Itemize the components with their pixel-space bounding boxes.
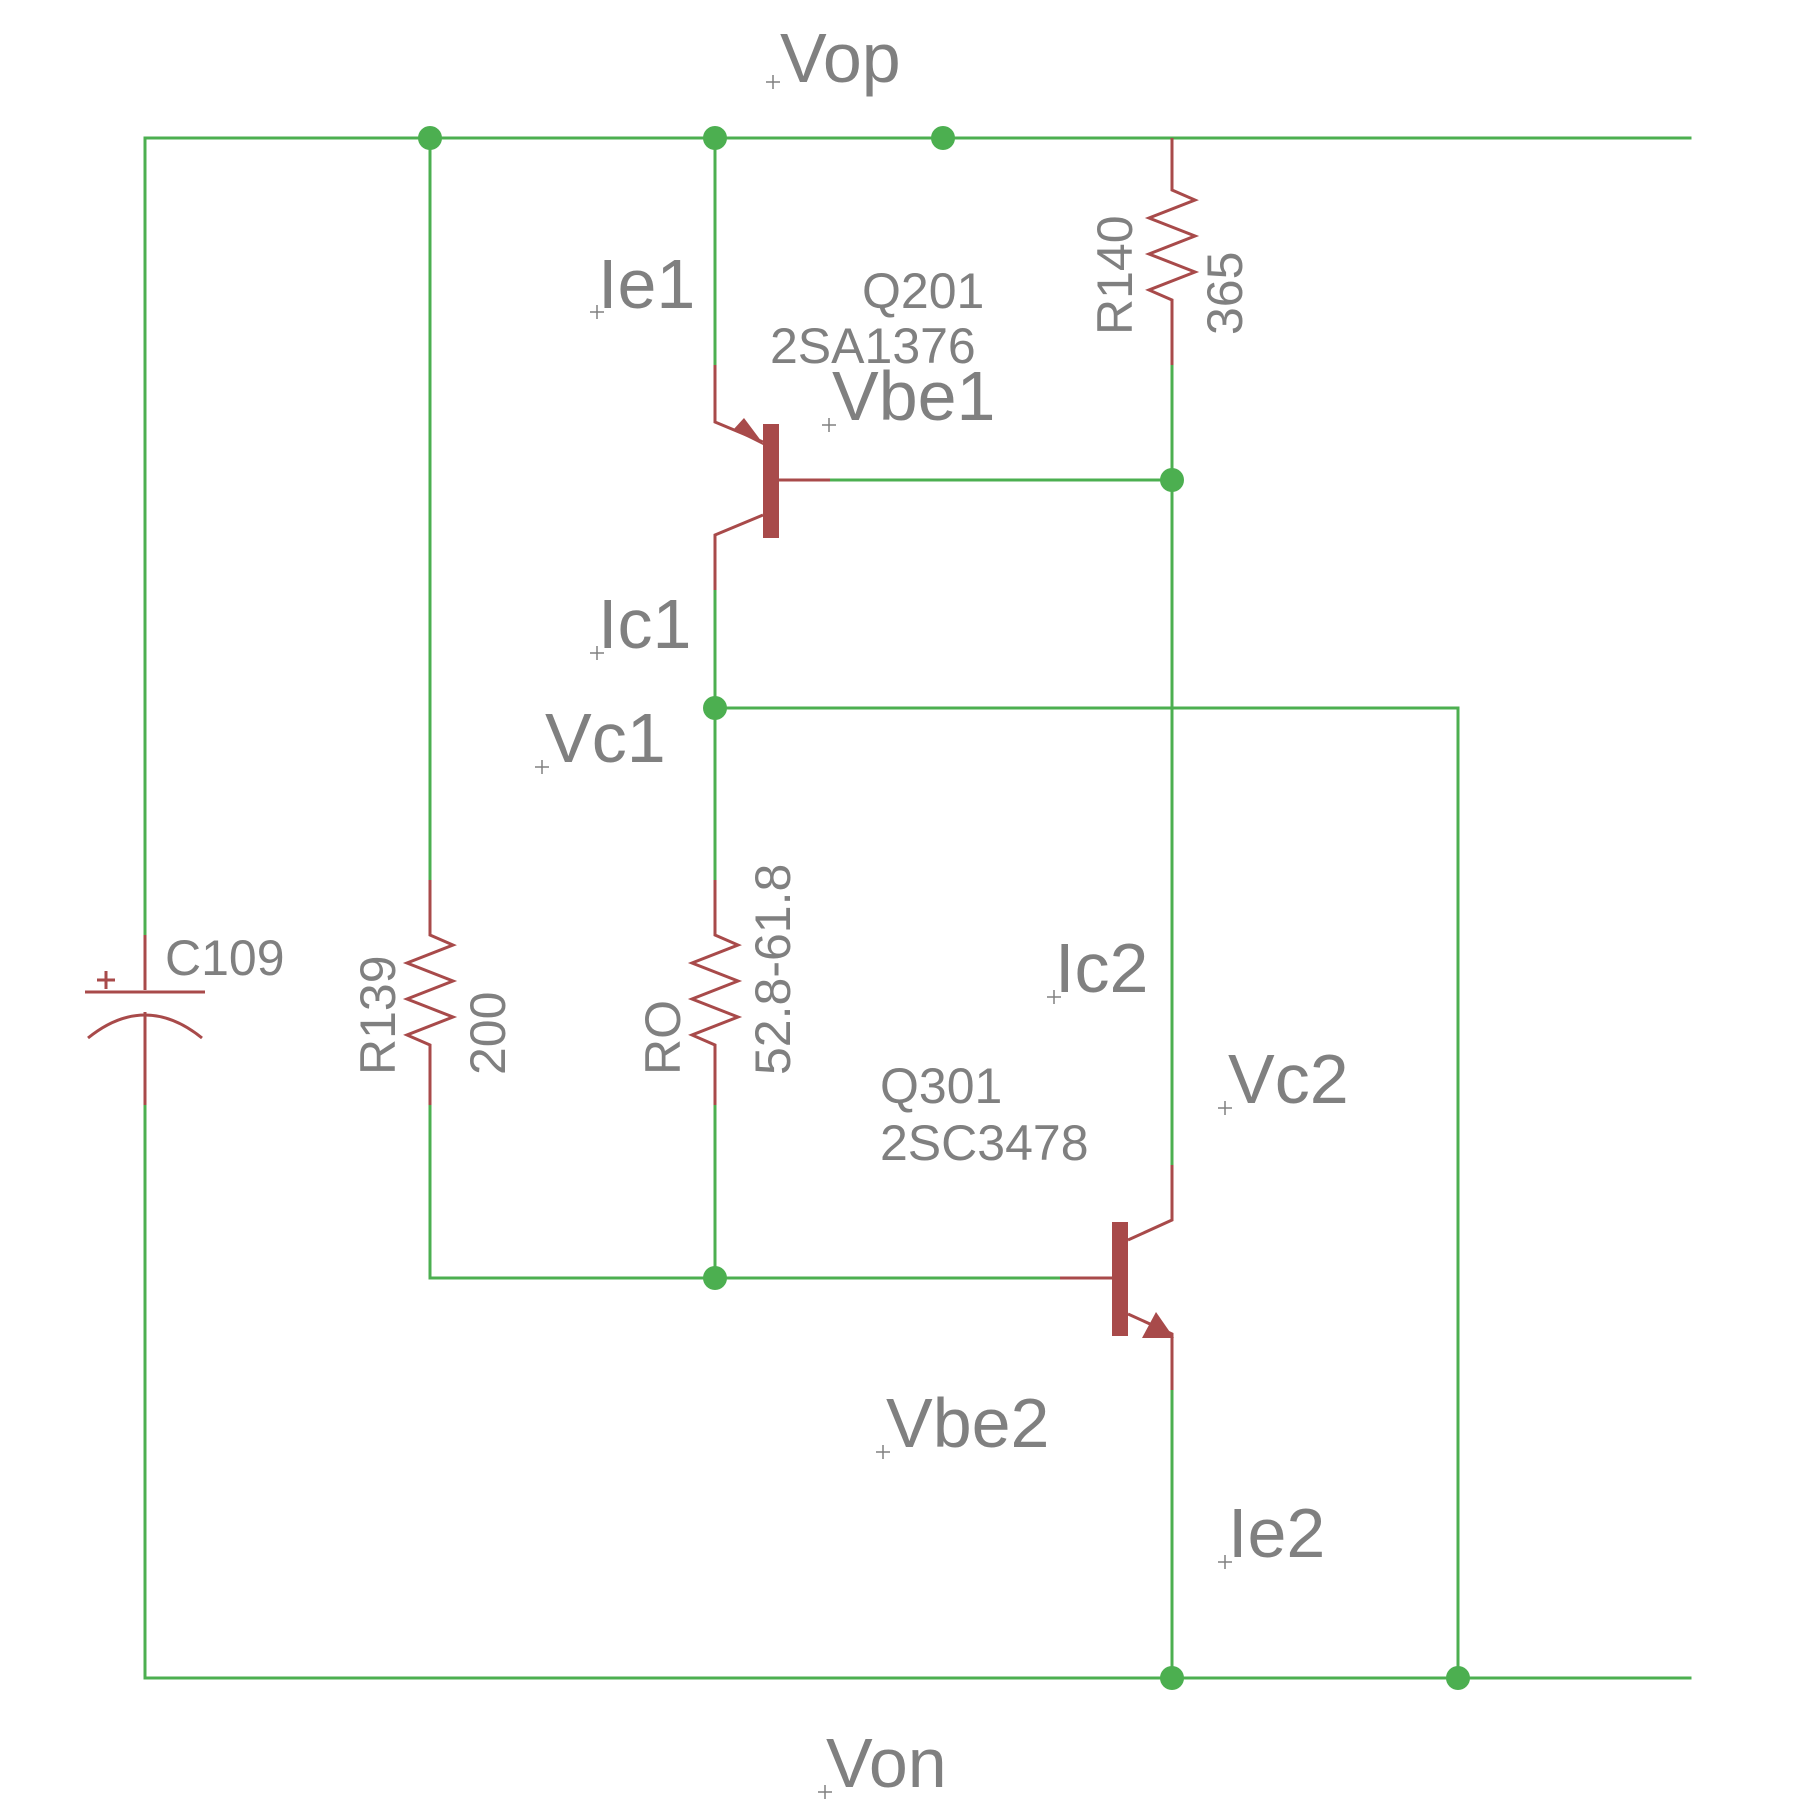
junction-dot xyxy=(703,1266,727,1290)
part-labels: C109 R139 200 RO 52.8-61.8 R140 365 Q201… xyxy=(165,215,1253,1171)
part-name-q201: Q201 xyxy=(862,263,984,319)
net-label-ie2: Ie2 xyxy=(1228,1494,1325,1572)
junction-dot xyxy=(1160,1666,1184,1690)
net-label-ie1: Ie1 xyxy=(598,245,695,323)
junctions xyxy=(418,126,1470,1690)
net-labels: Vop Ie1 Vbe1 Ic1 Vc1 Ic2 Vc2 Vbe2 Ie2 Vo… xyxy=(545,19,1349,1802)
junction-dot xyxy=(1160,468,1184,492)
net-label-vc1: Vc1 xyxy=(545,699,666,777)
part-value-q201: 2SA1376 xyxy=(770,318,976,374)
junction-dot xyxy=(1446,1666,1470,1690)
wires xyxy=(143,136,1692,1680)
junction-dot xyxy=(418,126,442,150)
capacitor-c109 xyxy=(85,935,205,1105)
part-name-c109: C109 xyxy=(165,930,285,986)
label-anchors xyxy=(535,75,1232,1799)
part-name-r140: R140 xyxy=(1087,215,1143,335)
junction-dot xyxy=(703,126,727,150)
transistor-q301 xyxy=(1060,1165,1174,1390)
part-value-r139: 200 xyxy=(460,992,516,1075)
transistor-q201 xyxy=(713,365,830,590)
resistor-r139 xyxy=(402,880,458,1105)
part-name-q301: Q301 xyxy=(880,1058,1002,1114)
resistor-r140 xyxy=(1144,138,1200,365)
part-value-r140: 365 xyxy=(1197,252,1253,335)
part-name-ro: RO xyxy=(635,1000,691,1075)
part-name-r139: R139 xyxy=(350,955,406,1075)
net-label-von: Von xyxy=(826,1724,947,1802)
net-label-vop: Vop xyxy=(780,19,901,97)
net-label-vbe2: Vbe2 xyxy=(886,1384,1049,1462)
part-value-q301: 2SC3478 xyxy=(880,1115,1089,1171)
resistor-ro xyxy=(687,880,743,1105)
wire-vc1-node xyxy=(713,706,1460,1680)
wire-r139-bottom xyxy=(428,1103,1062,1280)
net-label-vbe1: Vbe1 xyxy=(832,357,995,435)
junction-dot xyxy=(703,696,727,720)
net-label-ic1: Ic1 xyxy=(598,585,691,663)
junction-dot xyxy=(931,126,955,150)
part-value-ro: 52.8-61.8 xyxy=(745,864,801,1075)
net-label-ic2: Ic2 xyxy=(1055,929,1148,1007)
net-label-vc2: Vc2 xyxy=(1228,1040,1349,1118)
